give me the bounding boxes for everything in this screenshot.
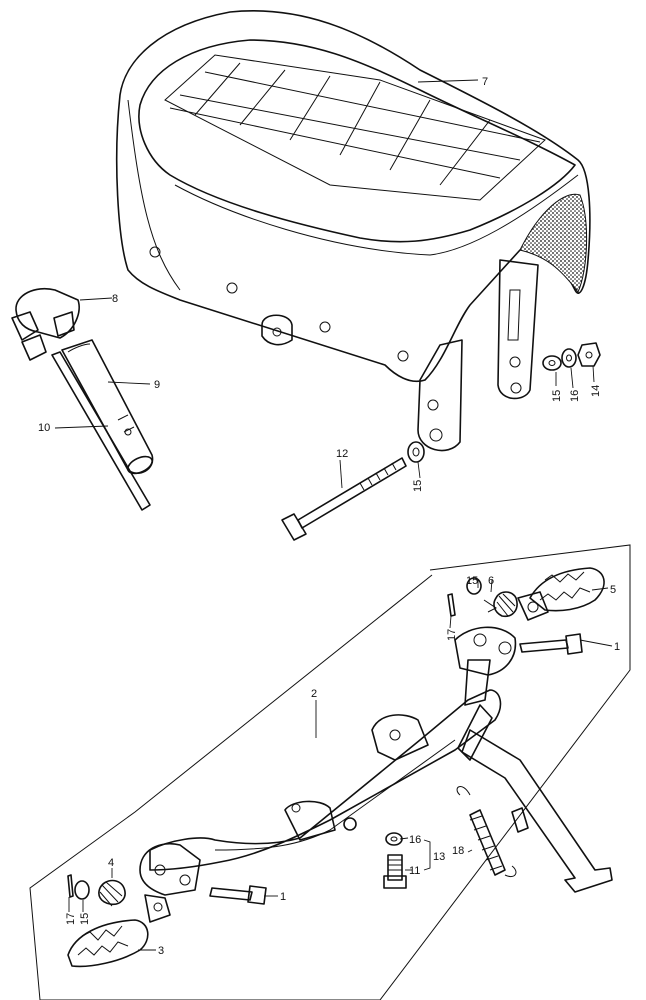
leader-lines bbox=[54, 79, 613, 951]
tool-rod bbox=[51, 351, 151, 511]
right-footpeg-set bbox=[447, 567, 605, 655]
seat-cushion bbox=[138, 39, 576, 243]
callout-8: 8 bbox=[112, 293, 118, 305]
callout-12: 12 bbox=[336, 448, 348, 460]
seat-hinge-bracket-left bbox=[417, 339, 463, 452]
callout-2: 2 bbox=[311, 688, 317, 700]
left-footpeg bbox=[67, 919, 149, 968]
right-footpeg bbox=[529, 567, 605, 612]
stand-leg bbox=[461, 729, 613, 893]
right-spring bbox=[493, 591, 518, 618]
left-spring bbox=[98, 879, 126, 906]
callout-15b: 15 bbox=[551, 390, 563, 402]
callout-4: 4 bbox=[108, 857, 114, 869]
callout-6: 6 bbox=[488, 575, 494, 587]
seat-bolt bbox=[281, 441, 425, 541]
callout-9: 9 bbox=[154, 379, 160, 391]
callout-11: 11 bbox=[409, 865, 420, 877]
callout-16b: 16 bbox=[409, 834, 421, 846]
stand-assembly bbox=[29, 544, 631, 1000]
callout-17a: 17 bbox=[446, 629, 458, 641]
right-footpeg-bolt bbox=[519, 639, 569, 653]
assembly-frame bbox=[29, 544, 631, 1000]
callout-13: 13 bbox=[433, 851, 445, 863]
callout-15a: 15 bbox=[412, 480, 424, 492]
callout-5: 5 bbox=[610, 584, 616, 596]
callout-10: 10 bbox=[38, 422, 50, 434]
callout-1b: 1 bbox=[280, 891, 286, 903]
seat-quilt-grid bbox=[169, 62, 541, 186]
callout-7: 7 bbox=[482, 76, 488, 88]
clamp bbox=[15, 288, 80, 339]
callout-14: 14 bbox=[590, 385, 602, 397]
tool-tube bbox=[61, 339, 154, 474]
callout-15d: 15 bbox=[79, 913, 91, 925]
seat-body bbox=[115, 10, 591, 383]
seat-quilt-outline bbox=[164, 54, 546, 201]
callout-16a: 16 bbox=[569, 390, 581, 402]
seat-hardware bbox=[542, 342, 601, 371]
callout-3: 3 bbox=[158, 945, 164, 957]
seat bbox=[115, 10, 591, 452]
seat-rear-hollow bbox=[519, 193, 588, 293]
callout-1a: 1 bbox=[614, 641, 620, 653]
callout-15c: 15 bbox=[466, 575, 478, 587]
left-footpeg-set bbox=[67, 874, 267, 968]
callout-18: 18 bbox=[452, 845, 464, 857]
callout-17b: 17 bbox=[65, 913, 77, 925]
stand-spring bbox=[469, 809, 506, 876]
tool-holder bbox=[11, 288, 154, 511]
main-stand-bar bbox=[149, 689, 502, 871]
seat-hinge-bracket-right bbox=[497, 259, 539, 400]
callout-labels: 7 8 9 10 12 15 15 16 14 15 6 5 17 1 2 16… bbox=[38, 76, 620, 957]
left-footpeg-bolt bbox=[209, 887, 253, 901]
stand-spring-set bbox=[383, 786, 517, 889]
